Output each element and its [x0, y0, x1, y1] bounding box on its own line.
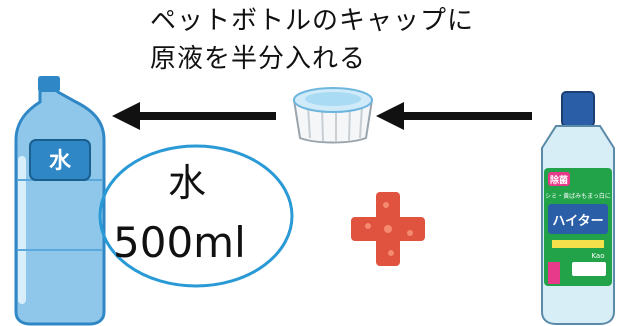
plus-icon: [351, 192, 425, 266]
bleach-tag: 除菌: [550, 174, 568, 186]
water-bottle-label: [29, 139, 91, 181]
water-bottle-label-text: 水: [49, 149, 72, 174]
water-callout-ellipse: [98, 144, 294, 288]
water-label: 水: [168, 161, 207, 205]
instruction-caption: ペットボトルのキャップに 原液を半分入れる: [150, 2, 474, 78]
left-arrow-icon: [112, 102, 276, 130]
bleach-subtitle: シミ・黄ばみもまっ白に: [545, 192, 611, 200]
bleach-brand: ハイター: [552, 214, 603, 229]
bottle-cap-icon: [292, 87, 374, 144]
water-bottle-icon: 水: [14, 76, 106, 326]
instruction-line-1: ペットボトルのキャップに: [150, 6, 475, 36]
bleach-bottle-icon: 除菌 シミ・黄ばみもまっ白に ハイター Kao: [541, 91, 615, 325]
bleach-maker: Kao: [591, 252, 604, 260]
left-arrow-icon: [376, 102, 532, 130]
instruction-line-2: 原液を半分入れる: [150, 44, 367, 74]
water-amount-label: 500ml: [113, 218, 246, 267]
